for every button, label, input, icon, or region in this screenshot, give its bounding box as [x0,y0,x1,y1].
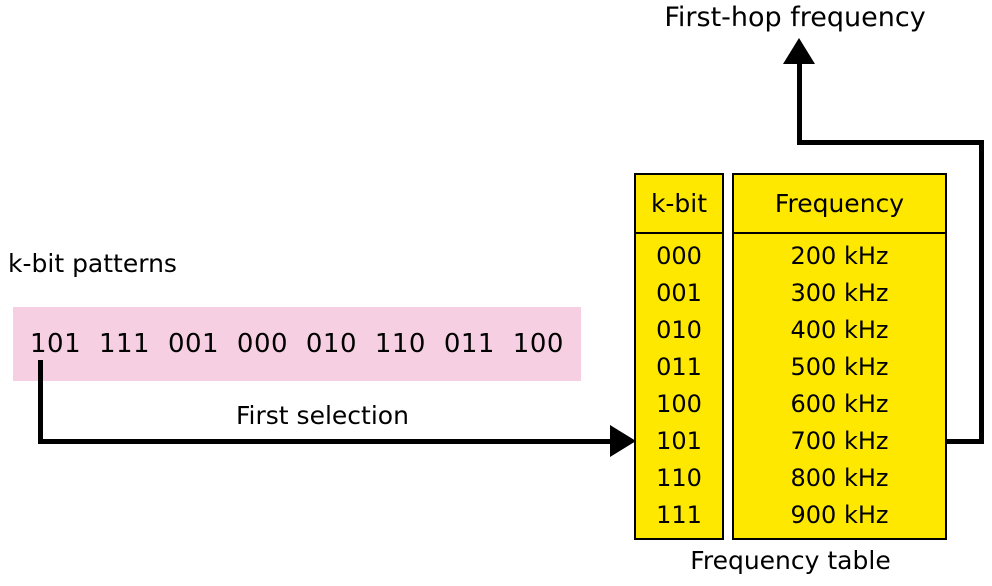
table-cell-kbit: 101 [656,426,702,455]
first-selection-label: First selection [236,401,409,430]
table-cell-frequency: 400 kHz [790,315,889,344]
kbit-cells: 000 001 010 011 100 101 110 111 [636,234,722,533]
frequency-table-frequency-column: Frequency 200 kHz 300 kHz 400 kHz 500 kH… [732,173,947,540]
output-connector-horizontal-top [797,140,984,145]
pattern-item: 011 [443,329,495,359]
output-arrow-icon [783,38,815,64]
table-cell-kbit: 100 [656,389,702,418]
table-cell-frequency: 300 kHz [790,278,889,307]
frequency-table-kbit-column: k-bit 000 001 010 011 100 101 110 111 [634,173,724,540]
table-cell-kbit: 110 [656,463,702,492]
column-header-kbit: k-bit [636,175,722,234]
table-cell-frequency: 600 kHz [790,389,889,418]
table-cell-frequency: 500 kHz [790,352,889,381]
column-header-frequency: Frequency [734,175,945,234]
frequency-table: k-bit 000 001 010 011 100 101 110 111 Fr… [634,173,947,540]
frequency-table-caption: Frequency table [690,546,891,575]
pattern-item: 101 [30,329,82,359]
output-connector-vertical-up [797,62,802,145]
selection-arrow-icon [610,425,636,457]
pattern-item: 100 [512,329,564,359]
table-cell-frequency: 800 kHz [790,463,889,492]
pattern-item: 110 [374,329,426,359]
table-cell-kbit: 001 [656,278,702,307]
k-bit-pattern-bar: 101 111 001 000 010 110 011 100 [13,307,581,381]
frequency-cells: 200 kHz 300 kHz 400 kHz 500 kHz 600 kHz … [734,234,945,533]
table-cell-kbit: 111 [656,500,702,529]
first-hop-frequency-title: First-hop frequency [664,2,926,33]
selection-connector-horizontal [38,439,624,444]
table-cell-frequency: 700 kHz [790,426,889,455]
table-cell-frequency: 200 kHz [790,241,889,270]
output-connector-vertical-right [979,140,984,444]
table-cell-frequency: 900 kHz [790,500,889,529]
selection-connector-vertical [38,360,43,444]
pattern-item: 000 [236,329,289,359]
pattern-item: 111 [98,329,151,359]
table-cell-kbit: 000 [656,241,702,270]
table-cell-kbit: 010 [656,315,702,344]
pattern-item: 001 [167,329,220,359]
k-bit-patterns-label: k-bit patterns [8,249,177,278]
table-cell-kbit: 011 [656,352,702,381]
pattern-item: 010 [305,329,358,359]
